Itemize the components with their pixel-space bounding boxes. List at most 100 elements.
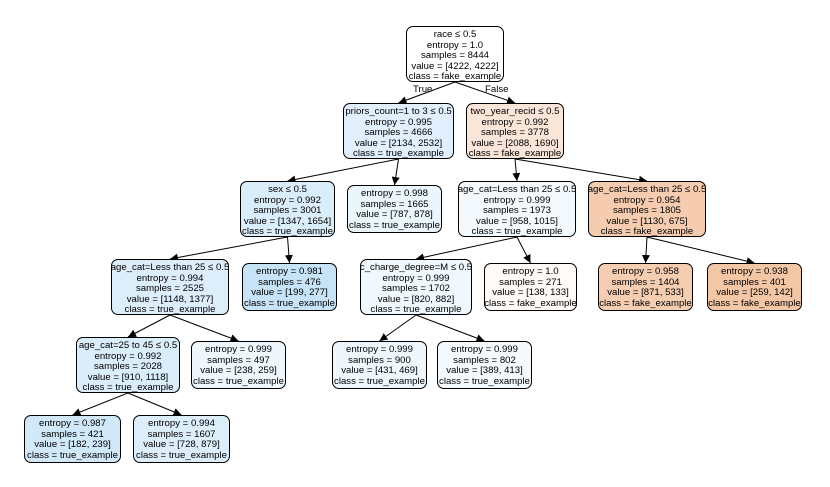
node-line: samples = 2525 <box>136 283 204 295</box>
node-line: entropy = 1.0 <box>502 266 559 277</box>
node-line: entropy = 0.999 <box>346 344 413 355</box>
edge-label-false: False <box>485 84 509 95</box>
tree-edge <box>72 392 129 416</box>
node-line: entropy = 0.999 <box>451 344 518 355</box>
tree-node-leaf: entropy = 0.938 samples = 401 value = [2… <box>707 263 802 311</box>
node-line: samples = 8444 <box>421 50 489 62</box>
node-line: value = [958, 1015] <box>476 215 558 227</box>
node-line: samples = 900 <box>348 354 411 366</box>
node-line: samples = 4666 <box>364 127 433 139</box>
node-line: two_year_recid ≤ 0.5 <box>470 106 560 117</box>
tree-node-age-cat-less-25: age_cat=Less than 25 ≤ 0.5 entropy = 0.9… <box>588 181 706 237</box>
node-line: age_cat=Less than 25 ≤ 0.5 <box>110 262 230 273</box>
node-line: age_cat=Less than 25 ≤ 0.5 <box>457 184 577 195</box>
node-line: entropy = 0.999 <box>382 272 450 284</box>
node-line: class = fake_example <box>468 148 562 160</box>
node-line: age_cat=25 to 45 ≤ 0.5 <box>78 340 178 351</box>
node-line: value = [2088, 1690] <box>471 137 559 149</box>
tree-edge <box>169 314 239 342</box>
node-line: entropy = 0.999 <box>483 194 551 206</box>
node-line: class = true_example <box>82 382 174 394</box>
node-line: samples = 1607 <box>147 428 216 440</box>
node-line: entropy = 0.992 <box>254 194 321 206</box>
tree-edge <box>169 236 288 262</box>
tree-edge <box>454 81 516 105</box>
node-line: samples = 802 <box>453 354 516 366</box>
node-line: value = [1347, 1654] <box>243 215 332 227</box>
node-line: race ≤ 0.5 <box>433 29 477 40</box>
tree-node-age-cat-less-25: age_cat=Less than 25 ≤ 0.5 entropy = 0.9… <box>458 181 576 237</box>
node-line: samples = 3778 <box>481 127 549 139</box>
node-line: entropy = 0.987 <box>39 418 106 429</box>
node-line: value = [1130, 675] <box>606 215 688 227</box>
node-line: class = true_example <box>242 226 333 238</box>
node-line: value = [4222, 4222] <box>411 60 499 72</box>
node-line: value = [871, 533] <box>607 287 684 299</box>
node-line: class = true_example <box>27 449 118 461</box>
node-line: entropy = 1.0 <box>426 39 484 51</box>
node-line: value = [910, 1118] <box>87 371 169 383</box>
tree-node-c-charge-degree: c_charge_degree=M ≤ 0.5 entropy = 0.999 … <box>360 259 472 315</box>
node-line: entropy = 0.938 <box>721 266 788 277</box>
node-line: c_charge_degree=M ≤ 0.5 <box>359 262 473 273</box>
edge-label-true: True <box>413 84 433 95</box>
node-line: entropy = 0.954 <box>613 194 681 206</box>
tree-edge <box>415 236 518 262</box>
node-line: entropy = 0.992 <box>481 116 549 128</box>
tree-edge <box>415 314 485 342</box>
node-line: entropy = 0.998 <box>361 188 428 199</box>
node-line: class = true_example <box>244 297 335 309</box>
tree-edge <box>287 158 399 184</box>
node-line: samples = 1702 <box>382 283 450 295</box>
node-line: priors_count=1 to 3 ≤ 0.5 <box>345 106 452 117</box>
tree-edge <box>391 158 400 186</box>
node-line: class = fake_example <box>599 297 692 309</box>
node-line: entropy = 0.992 <box>94 350 162 362</box>
node-line: samples = 497 <box>207 354 270 366</box>
node-line: class = true_example <box>334 375 425 387</box>
node-line: samples = 1665 <box>360 198 429 210</box>
node-line: value = [820, 882] <box>377 293 455 305</box>
node-line: samples = 476 <box>258 276 321 288</box>
tree-edge <box>514 158 648 184</box>
node-line: class = true_example <box>370 304 462 316</box>
node-line: class = true_example <box>349 219 440 231</box>
node-line: entropy = 0.995 <box>365 116 432 128</box>
node-line: class = true_example <box>124 304 216 316</box>
node-line: samples = 3001 <box>253 205 322 217</box>
tree-node-two-year-recid: two_year_recid ≤ 0.5 entropy = 0.992 sam… <box>466 103 564 159</box>
node-line: samples = 1805 <box>613 205 681 217</box>
tree-edge <box>127 314 171 338</box>
tree-edge <box>127 392 182 416</box>
tree-node-age-cat-25-to-45: age_cat=25 to 45 ≤ 0.5 entropy = 0.992 s… <box>76 337 180 393</box>
tree-node-age-cat-less-25: age_cat=Less than 25 ≤ 0.5 entropy = 0.9… <box>111 259 229 315</box>
node-line: entropy = 0.994 <box>148 418 215 429</box>
node-line: class = true_example <box>136 449 227 461</box>
node-line: samples = 1404 <box>611 276 680 288</box>
tree-edge <box>512 158 521 182</box>
tree-node-leaf: entropy = 1.0 samples = 271 value = [138… <box>484 263 577 311</box>
node-line: value = [728, 879] <box>143 439 220 451</box>
node-line: class = true_example <box>471 226 563 238</box>
node-line: entropy = 0.958 <box>612 266 679 277</box>
node-line: value = [182, 239] <box>34 439 111 451</box>
node-line: value = [199, 277] <box>251 287 328 299</box>
tree-node-leaf: entropy = 0.999 samples = 802 value = [3… <box>437 341 532 389</box>
tree-node-sex: sex ≤ 0.5 entropy = 0.992 samples = 3001… <box>240 181 335 237</box>
node-line: class = fake_example <box>484 297 577 309</box>
node-line: value = [1148, 1377] <box>126 293 214 305</box>
node-line: class = fake_example <box>600 226 694 238</box>
tree-edge <box>516 236 531 264</box>
node-line: value = [431, 469] <box>341 365 418 377</box>
tree-node-leaf: entropy = 0.999 samples = 900 value = [4… <box>332 341 427 389</box>
tree-edge <box>284 236 293 264</box>
node-line: class = true_example <box>439 375 530 387</box>
node-line: class = fake_example <box>708 297 801 309</box>
node-line: age_cat=Less than 25 ≤ 0.5 <box>587 184 707 195</box>
node-line: value = [259, 142] <box>716 287 793 299</box>
node-line: class = true_example <box>353 148 444 160</box>
tree-node-root: race ≤ 0.5 entropy = 1.0 samples = 8444 … <box>406 26 504 82</box>
tree-node-leaf: entropy = 0.998 samples = 1665 value = [… <box>347 185 442 233</box>
node-line: entropy = 0.999 <box>205 344 272 355</box>
